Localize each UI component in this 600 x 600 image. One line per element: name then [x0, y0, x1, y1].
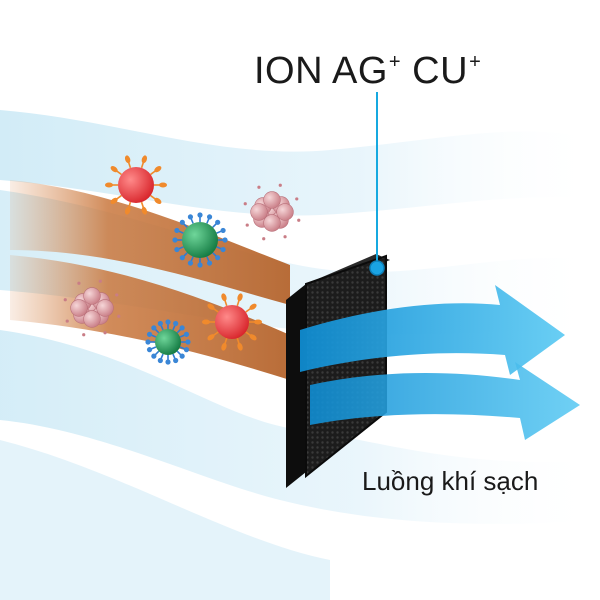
ion-cu-text: CU: [401, 50, 469, 92]
red-bacteria-icon: [105, 155, 167, 215]
ag-charge: +: [388, 51, 402, 73]
dust-particle-icon: [243, 183, 301, 241]
clean-air-arrows: [300, 285, 580, 440]
dust-particle-icon: [63, 279, 121, 337]
ion-ag-cu-label: ION AG+ CU+: [254, 50, 481, 93]
dirty-air-streams: [10, 180, 290, 380]
particles-group: [63, 155, 301, 365]
red-bacteria-icon: [202, 293, 262, 351]
green-bacteria-icon: [145, 319, 191, 365]
clean-air-flow-label: Luồng khí sạch: [362, 466, 539, 496]
ion-ag-text: ION AG: [254, 50, 388, 92]
ion-pointer: [369, 92, 385, 276]
green-bacteria-icon: [172, 212, 228, 268]
cu-charge: +: [469, 51, 482, 73]
